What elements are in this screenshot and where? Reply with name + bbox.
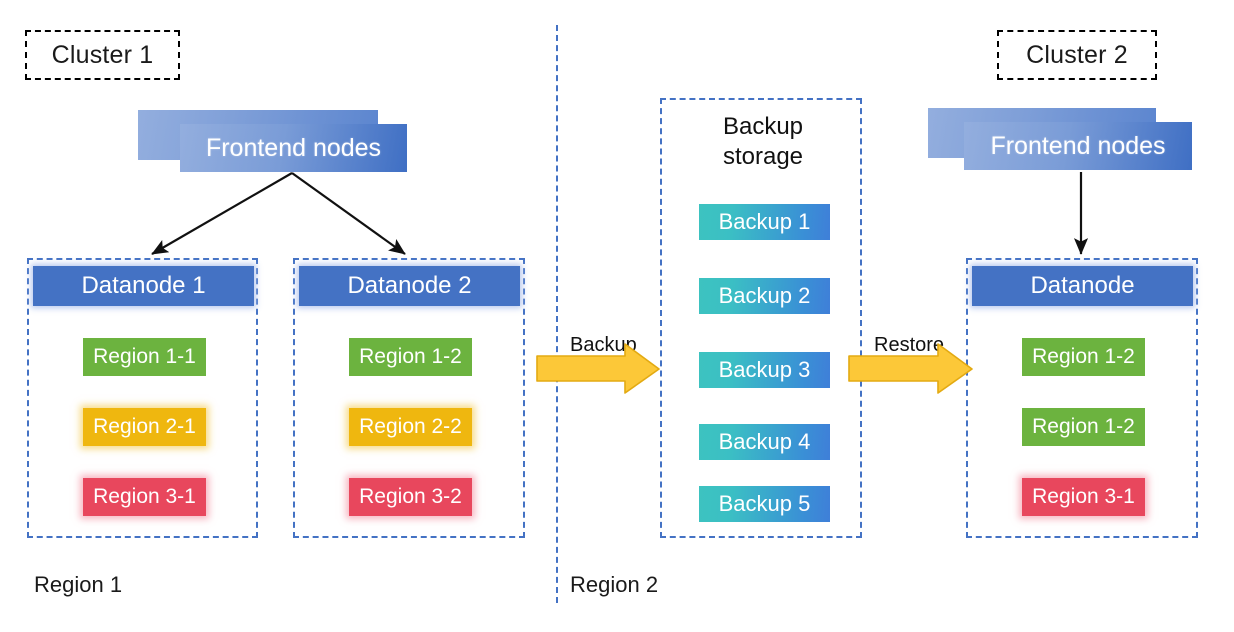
datanode-2-region-1[interactable]: Region 1-2: [349, 338, 472, 376]
cluster-1-label: Cluster 1: [25, 30, 180, 80]
backup-arrow-label: Backup: [570, 334, 637, 356]
cluster-2-label: Cluster 2: [997, 30, 1157, 80]
datanode-1-title: Datanode 1: [33, 266, 254, 306]
restore-arrow-label: Restore: [874, 334, 945, 356]
datanode-1-region-3[interactable]: Region 3-1: [83, 478, 206, 516]
datanode-right-region-1[interactable]: Region 1-2: [1022, 338, 1145, 376]
datanode-right-container[interactable]: Datanode Region 1-2 Region 1-2 Region 3-…: [966, 258, 1198, 538]
datanode-2-region-2[interactable]: Region 2-2: [349, 408, 472, 446]
backup-item-1[interactable]: Backup 1: [699, 204, 830, 240]
backup-item-4[interactable]: Backup 4: [699, 424, 830, 460]
region-divider: [556, 25, 558, 603]
backup-storage-title-line2: storage: [722, 143, 804, 170]
arrow-frontend-to-datanode-1: [151, 172, 293, 255]
region-1-label: Region 1: [34, 572, 123, 597]
arrow-frontend-to-datanode-2: [291, 172, 406, 255]
backup-storage-container[interactable]: Backup storage Backup 1 Backup 2 Backup …: [660, 98, 862, 538]
backup-storage-title: Backup storage: [662, 112, 864, 172]
datanode-right-region-2[interactable]: Region 1-2: [1022, 408, 1145, 446]
frontend-nodes-left-label: Frontend nodes: [180, 124, 407, 172]
datanode-right-region-3[interactable]: Region 3-1: [1022, 478, 1145, 516]
datanode-right-title: Datanode: [972, 266, 1193, 306]
datanode-2-container[interactable]: Datanode 2 Region 1-2 Region 2-2 Region …: [293, 258, 525, 538]
backup-item-2[interactable]: Backup 2: [699, 278, 830, 314]
datanode-1-region-2[interactable]: Region 2-1: [83, 408, 206, 446]
datanode-2-region-3[interactable]: Region 3-2: [349, 478, 472, 516]
backup-storage-title-line1: Backup: [722, 113, 804, 140]
datanode-2-title: Datanode 2: [299, 266, 520, 306]
region-2-label: Region 2: [570, 572, 659, 597]
backup-item-5[interactable]: Backup 5: [699, 486, 830, 522]
datanode-1-region-1[interactable]: Region 1-1: [83, 338, 206, 376]
frontend-nodes-right-label: Frontend nodes: [964, 122, 1192, 170]
backup-item-3[interactable]: Backup 3: [699, 352, 830, 388]
datanode-1-container[interactable]: Datanode 1 Region 1-1 Region 2-1 Region …: [27, 258, 258, 538]
